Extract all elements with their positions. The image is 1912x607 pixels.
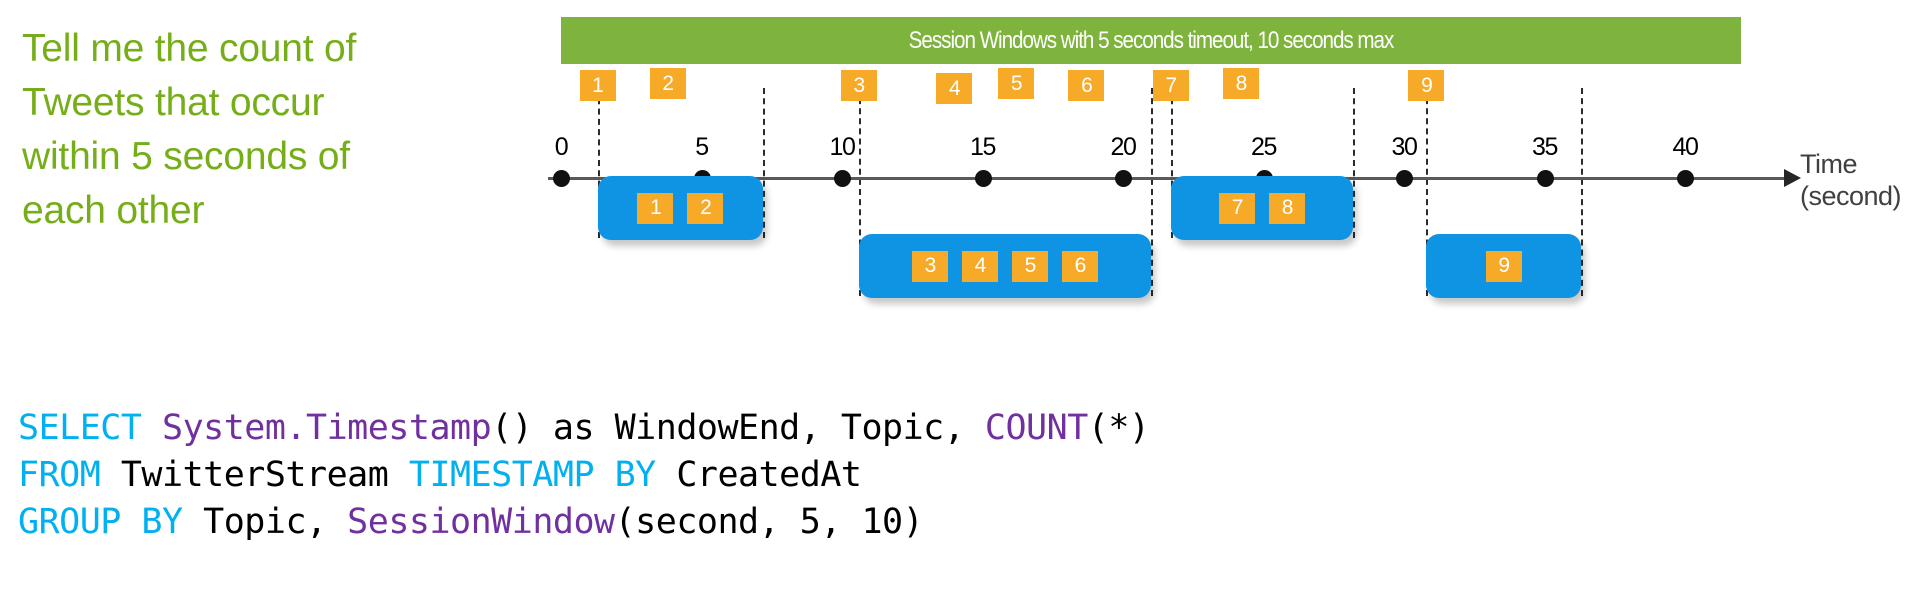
code-token-1-5: (*)	[1087, 408, 1150, 448]
boundary-line-session-3-start	[1170, 88, 1173, 238]
code-line-1: SELECT System.Timestamp() as WindowEnd, …	[18, 405, 1150, 452]
prompt-line-2: Tweets that occur	[22, 81, 325, 124]
code-token-1-2: System.Timestamp	[162, 408, 492, 448]
boundary-line-session-4-start	[1426, 88, 1429, 296]
session-event-chip-1: 1	[637, 192, 674, 224]
boundary-line-session-1-end	[763, 88, 766, 238]
time-axis-caption: Time (second)	[1800, 148, 1902, 212]
boundary-line-session-2-end	[1151, 88, 1154, 296]
tick-dot-30	[1396, 170, 1413, 187]
code-token-2-2: TwitterStream	[120, 455, 409, 495]
code-token-3-3: SessionWindow	[347, 502, 615, 542]
tick-label-40: 40	[1672, 133, 1698, 161]
code-token-1-3: () as WindowEnd, Topic,	[491, 408, 985, 448]
code-token-3-2: Topic,	[203, 502, 348, 542]
code-token-2-3: TIMESTAMP BY	[408, 455, 677, 495]
code-token-2-4: CreatedAt	[676, 455, 862, 495]
query-code-block: SELECT System.Timestamp() as WindowEnd, …	[18, 405, 1150, 546]
session-event-chip-7: 7	[1219, 192, 1256, 224]
time-axis-caption-line1: Time	[1800, 149, 1858, 179]
tick-dot-40	[1677, 170, 1694, 187]
tick-dot-0	[553, 170, 570, 187]
time-axis-caption-line2: (second)	[1800, 181, 1902, 211]
prompt-line-4: each other	[22, 189, 205, 232]
event-marker-7: 7	[1152, 70, 1189, 101]
tick-dot-10	[834, 170, 851, 187]
boundary-line-session-2-start	[858, 88, 861, 296]
code-token-1-4: COUNT	[984, 408, 1088, 448]
event-marker-8: 8	[1223, 68, 1260, 99]
time-axis-arrow-icon	[1784, 169, 1801, 187]
session-event-chip-4: 4	[961, 250, 998, 282]
tick-label-25: 25	[1250, 133, 1277, 161]
session-event-chip-5: 5	[1011, 250, 1048, 282]
code-token-2-1: FROM	[18, 455, 121, 495]
session-event-chip-2: 2	[687, 192, 724, 224]
tick-dot-15	[974, 170, 992, 187]
prompt-text: Tell me the count of Tweets that occur w…	[22, 22, 442, 238]
code-line-2: FROM TwitterStream TIMESTAMP BY CreatedA…	[18, 452, 1149, 499]
event-marker-4: 4	[936, 73, 973, 104]
tick-label-5: 5	[695, 133, 709, 161]
event-marker-3: 3	[840, 70, 877, 101]
tick-dot-35	[1536, 170, 1554, 187]
code-token-3-4: (second, 5, 10)	[614, 502, 924, 542]
tick-label-20: 20	[1110, 133, 1136, 161]
session-event-chip-8: 8	[1269, 192, 1306, 224]
tick-dot-20	[1115, 170, 1132, 187]
session-event-chip-6: 6	[1061, 250, 1098, 282]
event-marker-9: 9	[1408, 70, 1445, 101]
time-axis-line	[548, 177, 1786, 180]
prompt-line-1: Tell me the count of	[22, 27, 357, 70]
tick-label-15: 15	[969, 133, 996, 161]
tick-label-30: 30	[1391, 133, 1417, 161]
session-event-chip-9: 9	[1485, 250, 1522, 282]
event-marker-1: 1	[579, 70, 616, 101]
event-marker-6: 6	[1068, 70, 1105, 101]
diagram-banner: Session Windows with 5 seconds timeout, …	[561, 17, 1741, 64]
event-marker-5: 5	[998, 68, 1035, 99]
boundary-line-session-4-end	[1581, 88, 1584, 296]
banner-title: Session Windows with 5 seconds timeout, …	[908, 26, 1395, 54]
boundary-line-session-1-start	[597, 88, 600, 238]
prompt-line-3: within 5 seconds of	[22, 135, 350, 178]
code-token-1-1: SELECT	[18, 408, 163, 448]
session-window-session-4: 9	[1426, 234, 1582, 298]
session-window-diagram: Session Windows with 5 seconds timeout, …	[548, 17, 1902, 298]
tick-label-0: 0	[554, 133, 569, 161]
session-event-chip-3: 3	[911, 250, 948, 282]
event-marker-2: 2	[649, 68, 686, 99]
boundary-line-session-3-end	[1353, 88, 1356, 238]
code-token-3-1: GROUP BY	[18, 502, 204, 542]
code-line-3: GROUP BY Topic, SessionWindow(second, 5,…	[18, 499, 1149, 546]
tick-label-35: 35	[1531, 133, 1558, 161]
tick-label-10: 10	[829, 133, 855, 161]
